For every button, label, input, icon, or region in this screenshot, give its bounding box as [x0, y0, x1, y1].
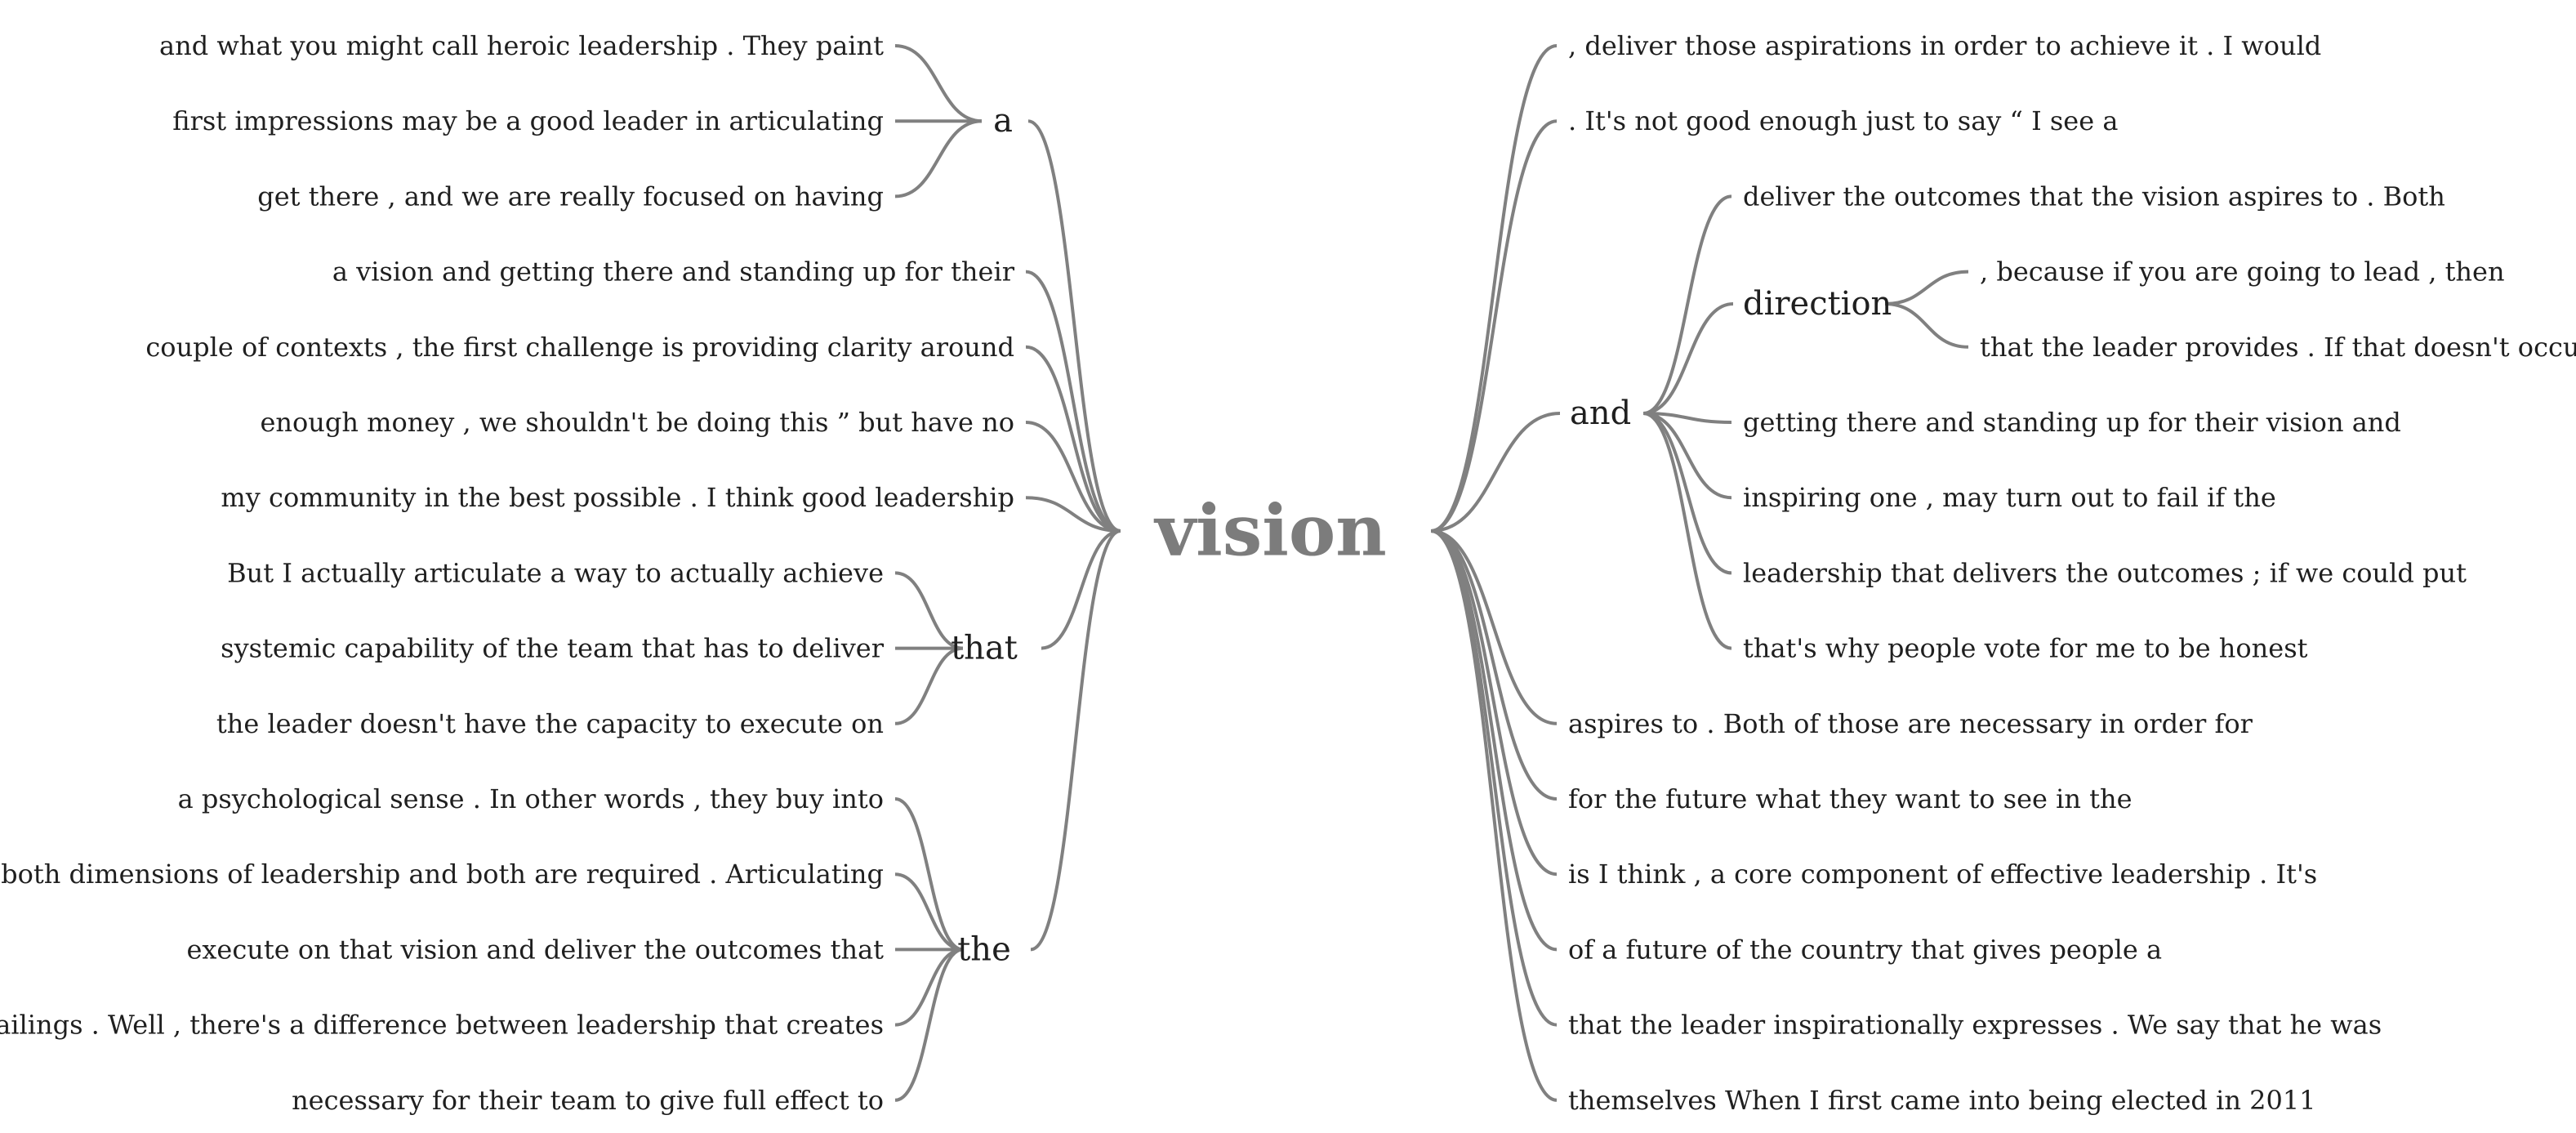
root-left-link [1025, 421, 1121, 533]
left-leaf: failings . Well , there's a difference b… [0, 1010, 884, 1041]
right-leaf: is I think , a core component of effecti… [1568, 859, 2317, 890]
root-right-link [1430, 529, 1558, 1102]
root-left-link [1025, 345, 1121, 533]
left-leaf: the leader doesn't have the capacity to … [216, 708, 884, 739]
right-leaf: that's why people vote for me to be hone… [1743, 633, 2308, 664]
right-leaf: , deliver those aspirations in order to … [1568, 30, 2321, 61]
right-leaf: aspires to . Both of those are necessary… [1568, 708, 2253, 739]
left-leaf: systemic capability of the team that has… [221, 633, 885, 664]
root-left-link [1027, 119, 1121, 533]
left-leaf: couple of contexts , the first challenge… [145, 332, 1014, 363]
left-group-link [894, 119, 983, 198]
root-right-link [1430, 412, 1561, 533]
right-leaf: . It's not good enough just to say “ I s… [1568, 105, 2118, 136]
left-branch-a: a [993, 102, 1013, 140]
left-leaf: But I actually articulate a way to actua… [227, 557, 884, 588]
right-leaf: themselves When I first came into being … [1568, 1085, 2316, 1116]
left-leaf: necessary for their team to give full ef… [292, 1085, 884, 1116]
right-group-link [1642, 302, 1734, 415]
root-left-link [1025, 270, 1121, 533]
right-leaf: getting there and standing up for their … [1743, 407, 2401, 438]
left-group-link [894, 571, 964, 650]
left-group-link [894, 948, 964, 1102]
right-leaf: that the leader provides . If that doesn… [1980, 332, 2576, 363]
right-leaf: leadership that delivers the outcomes ; … [1743, 557, 2467, 588]
right-leaf: for the future what they want to see in … [1568, 783, 2133, 814]
right-group-link [1642, 412, 1732, 575]
right-subgroup-link [1884, 302, 1969, 349]
right-group-link [1642, 412, 1732, 500]
left-leaf: both dimensions of leadership and both a… [1, 859, 884, 890]
left-leaf: get there , and we are really focused on… [257, 181, 884, 212]
right-group-link [1642, 412, 1732, 424]
right-leaf: , because if you are going to lead , the… [1980, 256, 2505, 288]
root-left-link [1030, 529, 1121, 952]
root-left-link [1025, 496, 1121, 533]
left-branch-the: the [957, 930, 1011, 968]
right-leaf: of a future of the country that gives pe… [1568, 934, 2162, 965]
left-group-link [894, 797, 964, 952]
right-subgroup-link [1884, 270, 1969, 306]
root-right-link [1430, 119, 1558, 533]
right-branch-and: and [1570, 395, 1631, 432]
root-right-link [1430, 529, 1558, 801]
left-group-link [894, 872, 964, 952]
root-right-link [1430, 529, 1558, 952]
left-leaf: a psychological sense . In other words ,… [178, 783, 884, 814]
right-leaf: that the leader inspirationally expresse… [1568, 1010, 2382, 1041]
left-leaf: execute on that vision and deliver the o… [186, 934, 884, 965]
root-right-link [1430, 44, 1558, 533]
right-subbranch-direction: direction [1743, 285, 1892, 323]
left-branch-that: that [951, 630, 1018, 667]
right-group-link [1642, 194, 1732, 415]
root-left-link [1041, 529, 1121, 650]
left-group-link [894, 44, 983, 123]
left-group-link [894, 948, 964, 1027]
left-leaf: my community in the best possible . I th… [221, 482, 1014, 513]
right-group-link [1642, 412, 1732, 650]
root-right-link [1430, 529, 1558, 725]
left-leaf: a vision and getting there and standing … [332, 256, 1015, 288]
root-right-link [1430, 529, 1558, 1027]
right-leaf: deliver the outcomes that the vision asp… [1743, 181, 2445, 212]
left-leaf: and what you might call heroic leadershi… [159, 30, 884, 61]
left-group-link [894, 646, 964, 725]
root-word: vision [1153, 490, 1387, 573]
left-leaf: enough money , we shouldn't be doing thi… [260, 407, 1014, 438]
right-leaf: inspiring one , may turn out to fail if … [1743, 482, 2276, 513]
left-leaf: first impressions may be a good leader i… [172, 105, 884, 136]
